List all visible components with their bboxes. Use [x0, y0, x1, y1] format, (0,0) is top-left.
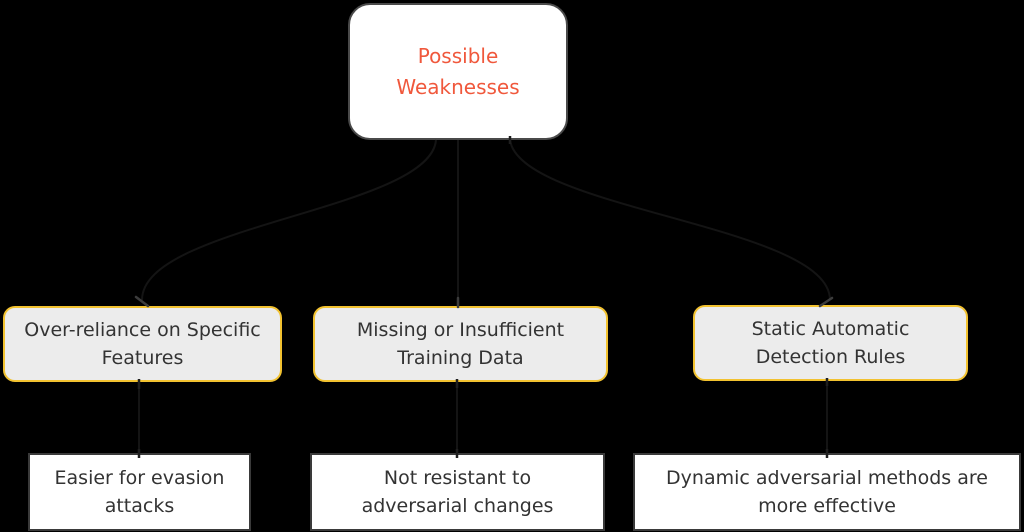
node-easier-evasion-attacks: Easier for evasion attacks [28, 453, 251, 531]
node-not-resistant-adversarial: Not resistant to adversarial changes [310, 453, 605, 531]
node-over-reliance-features: Over-reliance on Specific Features [3, 306, 282, 382]
node-label-line: Possible [417, 43, 499, 68]
node-label-line: Training Data [397, 347, 524, 369]
edge-root-to-cause-1 [141, 139, 437, 301]
node-dynamic-adversarial-methods: Dynamic adversarial methods are more eff… [633, 453, 1021, 531]
node-label-line: Over-reliance on Specific [24, 319, 261, 341]
node-label-line: Missing or Insufficient [356, 319, 565, 341]
node-label-line: Weaknesses [396, 74, 520, 99]
node-label-line: more effective [758, 495, 896, 517]
node-label-line: Features [101, 347, 184, 369]
node-label-line: attacks [104, 495, 175, 517]
node-label-line: Easier for evasion [54, 467, 225, 489]
arrowhead-icon [134, 295, 150, 308]
node-static-detection-rules: Static Automatic Detection Rules [693, 305, 968, 381]
node-missing-training-data: Missing or Insufficient Training Data [313, 306, 608, 382]
edge-root-to-cause-3 [509, 139, 831, 301]
node-label-line: Dynamic adversarial methods are [666, 467, 988, 489]
node-label-line: Detection Rules [755, 346, 906, 368]
node-label-line: adversarial changes [361, 495, 554, 517]
node-label-line: Not resistant to [383, 467, 532, 489]
node-possible-weaknesses: Possible Weaknesses [348, 3, 568, 140]
node-label-line: Static Automatic [751, 318, 910, 340]
